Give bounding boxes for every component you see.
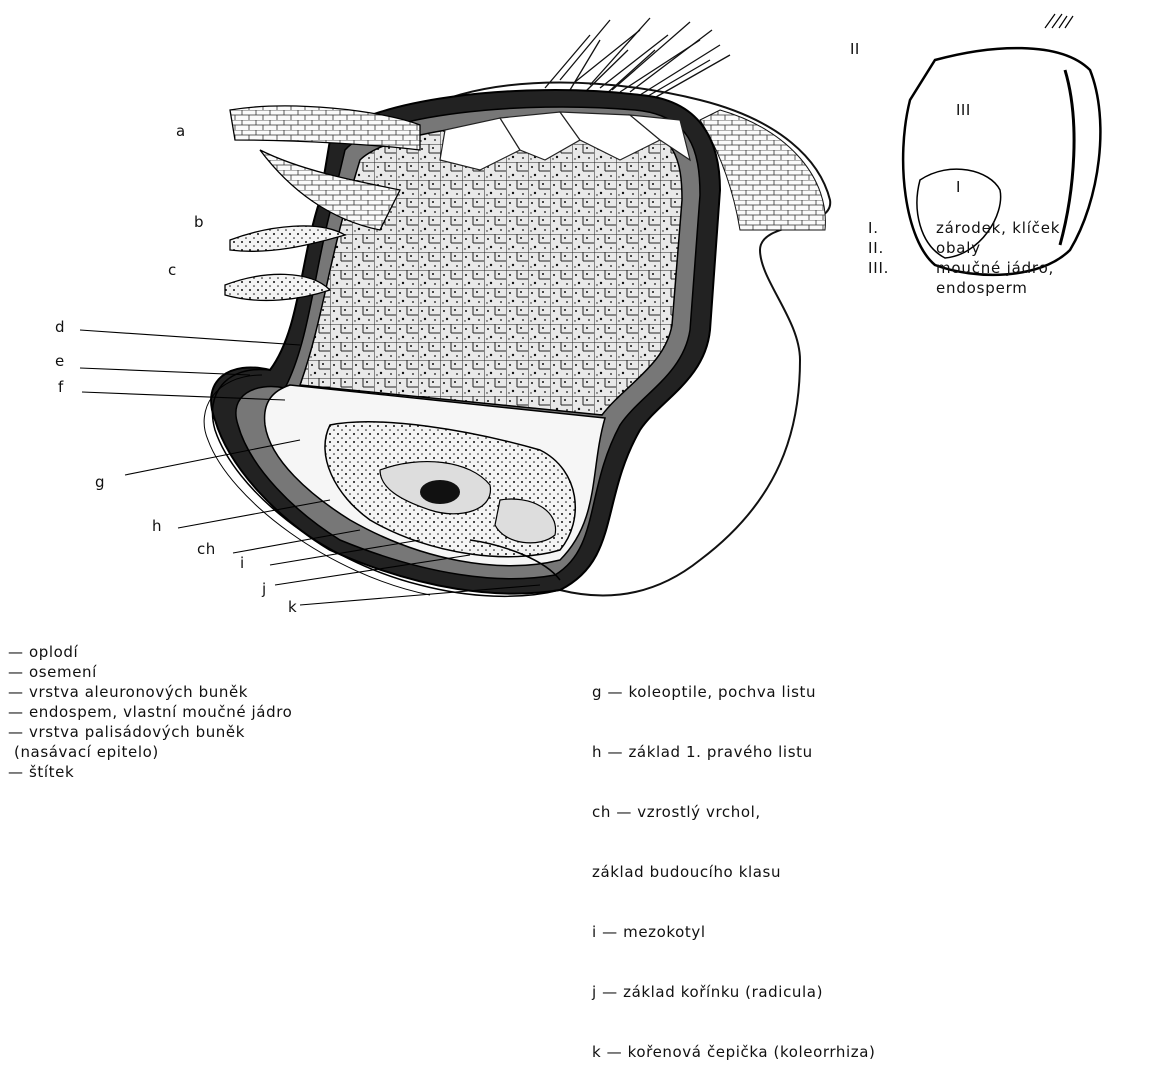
growing-point <box>420 480 460 504</box>
inset-legend-row: endosperm <box>868 278 1060 298</box>
legend-left-item: — endospem, vlastní moučné jádro <box>8 702 292 722</box>
legend-right-item: základ budoucího klasu <box>592 862 876 882</box>
legend-right-item: h — základ 1. pravého listu <box>592 742 876 762</box>
inset-legend-num: I. <box>868 218 936 238</box>
inset-legend-num: II. <box>868 238 936 258</box>
label-j: j <box>262 582 267 597</box>
legend-right: g — koleoptile, pochva listu h — základ … <box>592 642 876 1082</box>
label-c: c <box>168 263 177 278</box>
label-ch: ch <box>197 542 216 557</box>
inset-legend-text: zárodek, klíček <box>936 218 1060 238</box>
label-h: h <box>152 519 162 534</box>
inset-legend-text: moučné jádro, <box>936 258 1054 278</box>
legend-left-item: (nasávací epitelo) <box>8 742 292 762</box>
inset-legend-row: III.moučné jádro, <box>868 258 1060 278</box>
inset-legend-text: obaly <box>936 238 981 258</box>
inset-legend-num: III. <box>868 258 936 278</box>
legend-right-item: ch — vzrostlý vrchol, <box>592 802 876 822</box>
legend-left: — oplodí — osemení — vrstva aleuronových… <box>8 642 292 782</box>
legend-left-item: — vrstva aleuronových buněk <box>8 682 292 702</box>
inset-legend-row: I.zárodek, klíček <box>868 218 1060 238</box>
legend-right-item: k — kořenová čepička (koleorrhiza) <box>592 1042 876 1062</box>
label-a: a <box>176 124 186 139</box>
legend-left-item: — vrstva palisádových buněk <box>8 722 292 742</box>
legend-left-item: — osemení <box>8 662 292 682</box>
label-i: i <box>240 556 245 571</box>
inset-legend-row: II.obaly <box>868 238 1060 258</box>
inset-legend: I.zárodek, klíček II.obaly III.moučné já… <box>868 218 1060 298</box>
inset-legend-text: endosperm <box>936 278 1028 298</box>
legend-right-item: i — mezokotyl <box>592 922 876 942</box>
label-f: f <box>58 380 64 395</box>
label-d: d <box>55 320 65 335</box>
label-g: g <box>95 475 105 490</box>
legend-left-item: — štítek <box>8 762 292 782</box>
inset-label-III: III <box>956 103 971 118</box>
label-b: b <box>194 215 204 230</box>
legend-left-item: — oplodí <box>8 642 292 662</box>
label-e: e <box>55 354 65 369</box>
inset-label-I: I <box>956 180 961 195</box>
legend-right-item: j — základ kořínku (radicula) <box>592 982 876 1002</box>
legend-right-item: g — koleoptile, pochva listu <box>592 682 876 702</box>
hairs <box>545 18 730 97</box>
label-k: k <box>288 600 297 615</box>
inset-label-II: II <box>850 42 860 57</box>
